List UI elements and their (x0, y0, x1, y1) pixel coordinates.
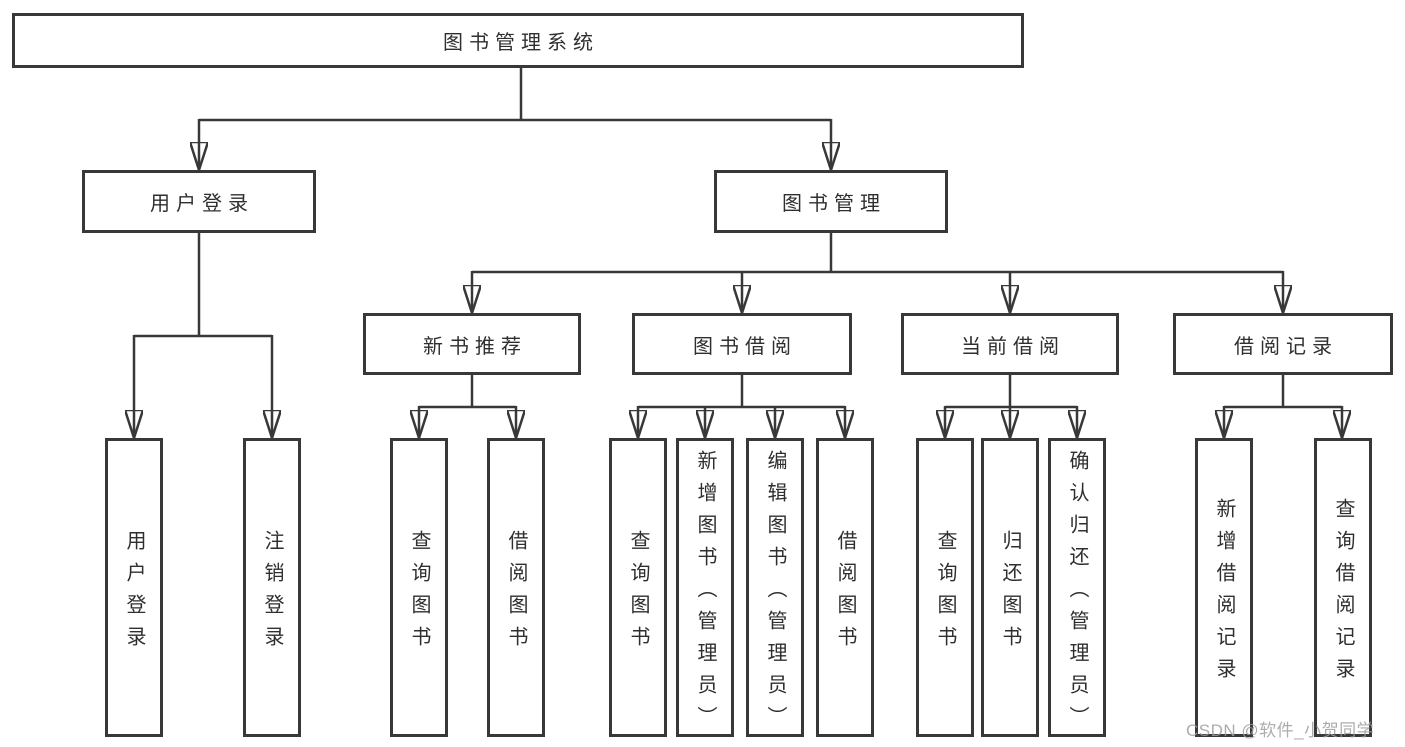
node-label: 用户登录 (150, 193, 254, 215)
leaf-records-query-record: 查询借阅记录 (1314, 438, 1372, 737)
leaf-user-login: 用户登录 (105, 438, 163, 737)
node-label: 图书借阅 (693, 335, 797, 358)
leaf-label: 确认归还（管理员） (1066, 449, 1088, 738)
node-label: 图书管理 (782, 193, 886, 215)
leaf-logout-login: 注销登录 (243, 438, 301, 737)
node-library-management-system: 图书管理系统 (12, 13, 1024, 68)
leaf-records-add-record: 新增借阅记录 (1195, 438, 1253, 737)
leaf-label: 借阅图书 (505, 529, 527, 658)
node-book-borrow: 图书借阅 (632, 313, 852, 375)
leaf-borrow-query-book: 查询图书 (609, 438, 667, 737)
node-book-management: 图书管理 (714, 170, 948, 233)
leaf-current-confirm-return-admin: 确认归还（管理员） (1048, 438, 1106, 738)
leaf-label: 查询图书 (408, 529, 430, 658)
leaf-label: 用户登录 (123, 529, 145, 658)
leaf-label: 查询图书 (934, 529, 956, 658)
node-borrow-records: 借阅记录 (1173, 313, 1393, 375)
leaf-current-query-book: 查询图书 (916, 438, 974, 737)
leaf-label: 归还图书 (999, 529, 1021, 658)
leaf-borrow-add-book-admin: 新增图书（管理员） (676, 438, 734, 738)
leaf-label: 新增借阅记录 (1213, 497, 1235, 690)
leaf-label: 新增图书（管理员） (694, 449, 716, 738)
csdn-watermark: CSDN @软件_小贺同学 (1186, 721, 1375, 740)
leaf-label: 查询借阅记录 (1332, 497, 1354, 690)
leaf-borrow-borrow-book: 借阅图书 (816, 438, 874, 737)
leaf-label: 借阅图书 (834, 529, 856, 658)
node-label: 当前借阅 (961, 335, 1065, 358)
leaf-label: 注销登录 (261, 529, 283, 658)
leaf-label: 编辑图书（管理员） (764, 449, 786, 738)
node-new-book-recommend: 新书推荐 (363, 313, 581, 375)
node-user-login: 用户登录 (82, 170, 316, 233)
node-current-borrow: 当前借阅 (901, 313, 1119, 375)
leaf-label: 查询图书 (627, 529, 649, 658)
node-label: 借阅记录 (1234, 335, 1338, 358)
leaf-recommend-borrow-book: 借阅图书 (487, 438, 545, 737)
leaf-current-return-book: 归还图书 (981, 438, 1039, 737)
leaf-borrow-edit-book-admin: 编辑图书（管理员） (746, 438, 804, 738)
node-label: 新书推荐 (423, 335, 527, 358)
node-label: 图书管理系统 (443, 32, 599, 54)
leaf-recommend-query-book: 查询图书 (390, 438, 448, 737)
